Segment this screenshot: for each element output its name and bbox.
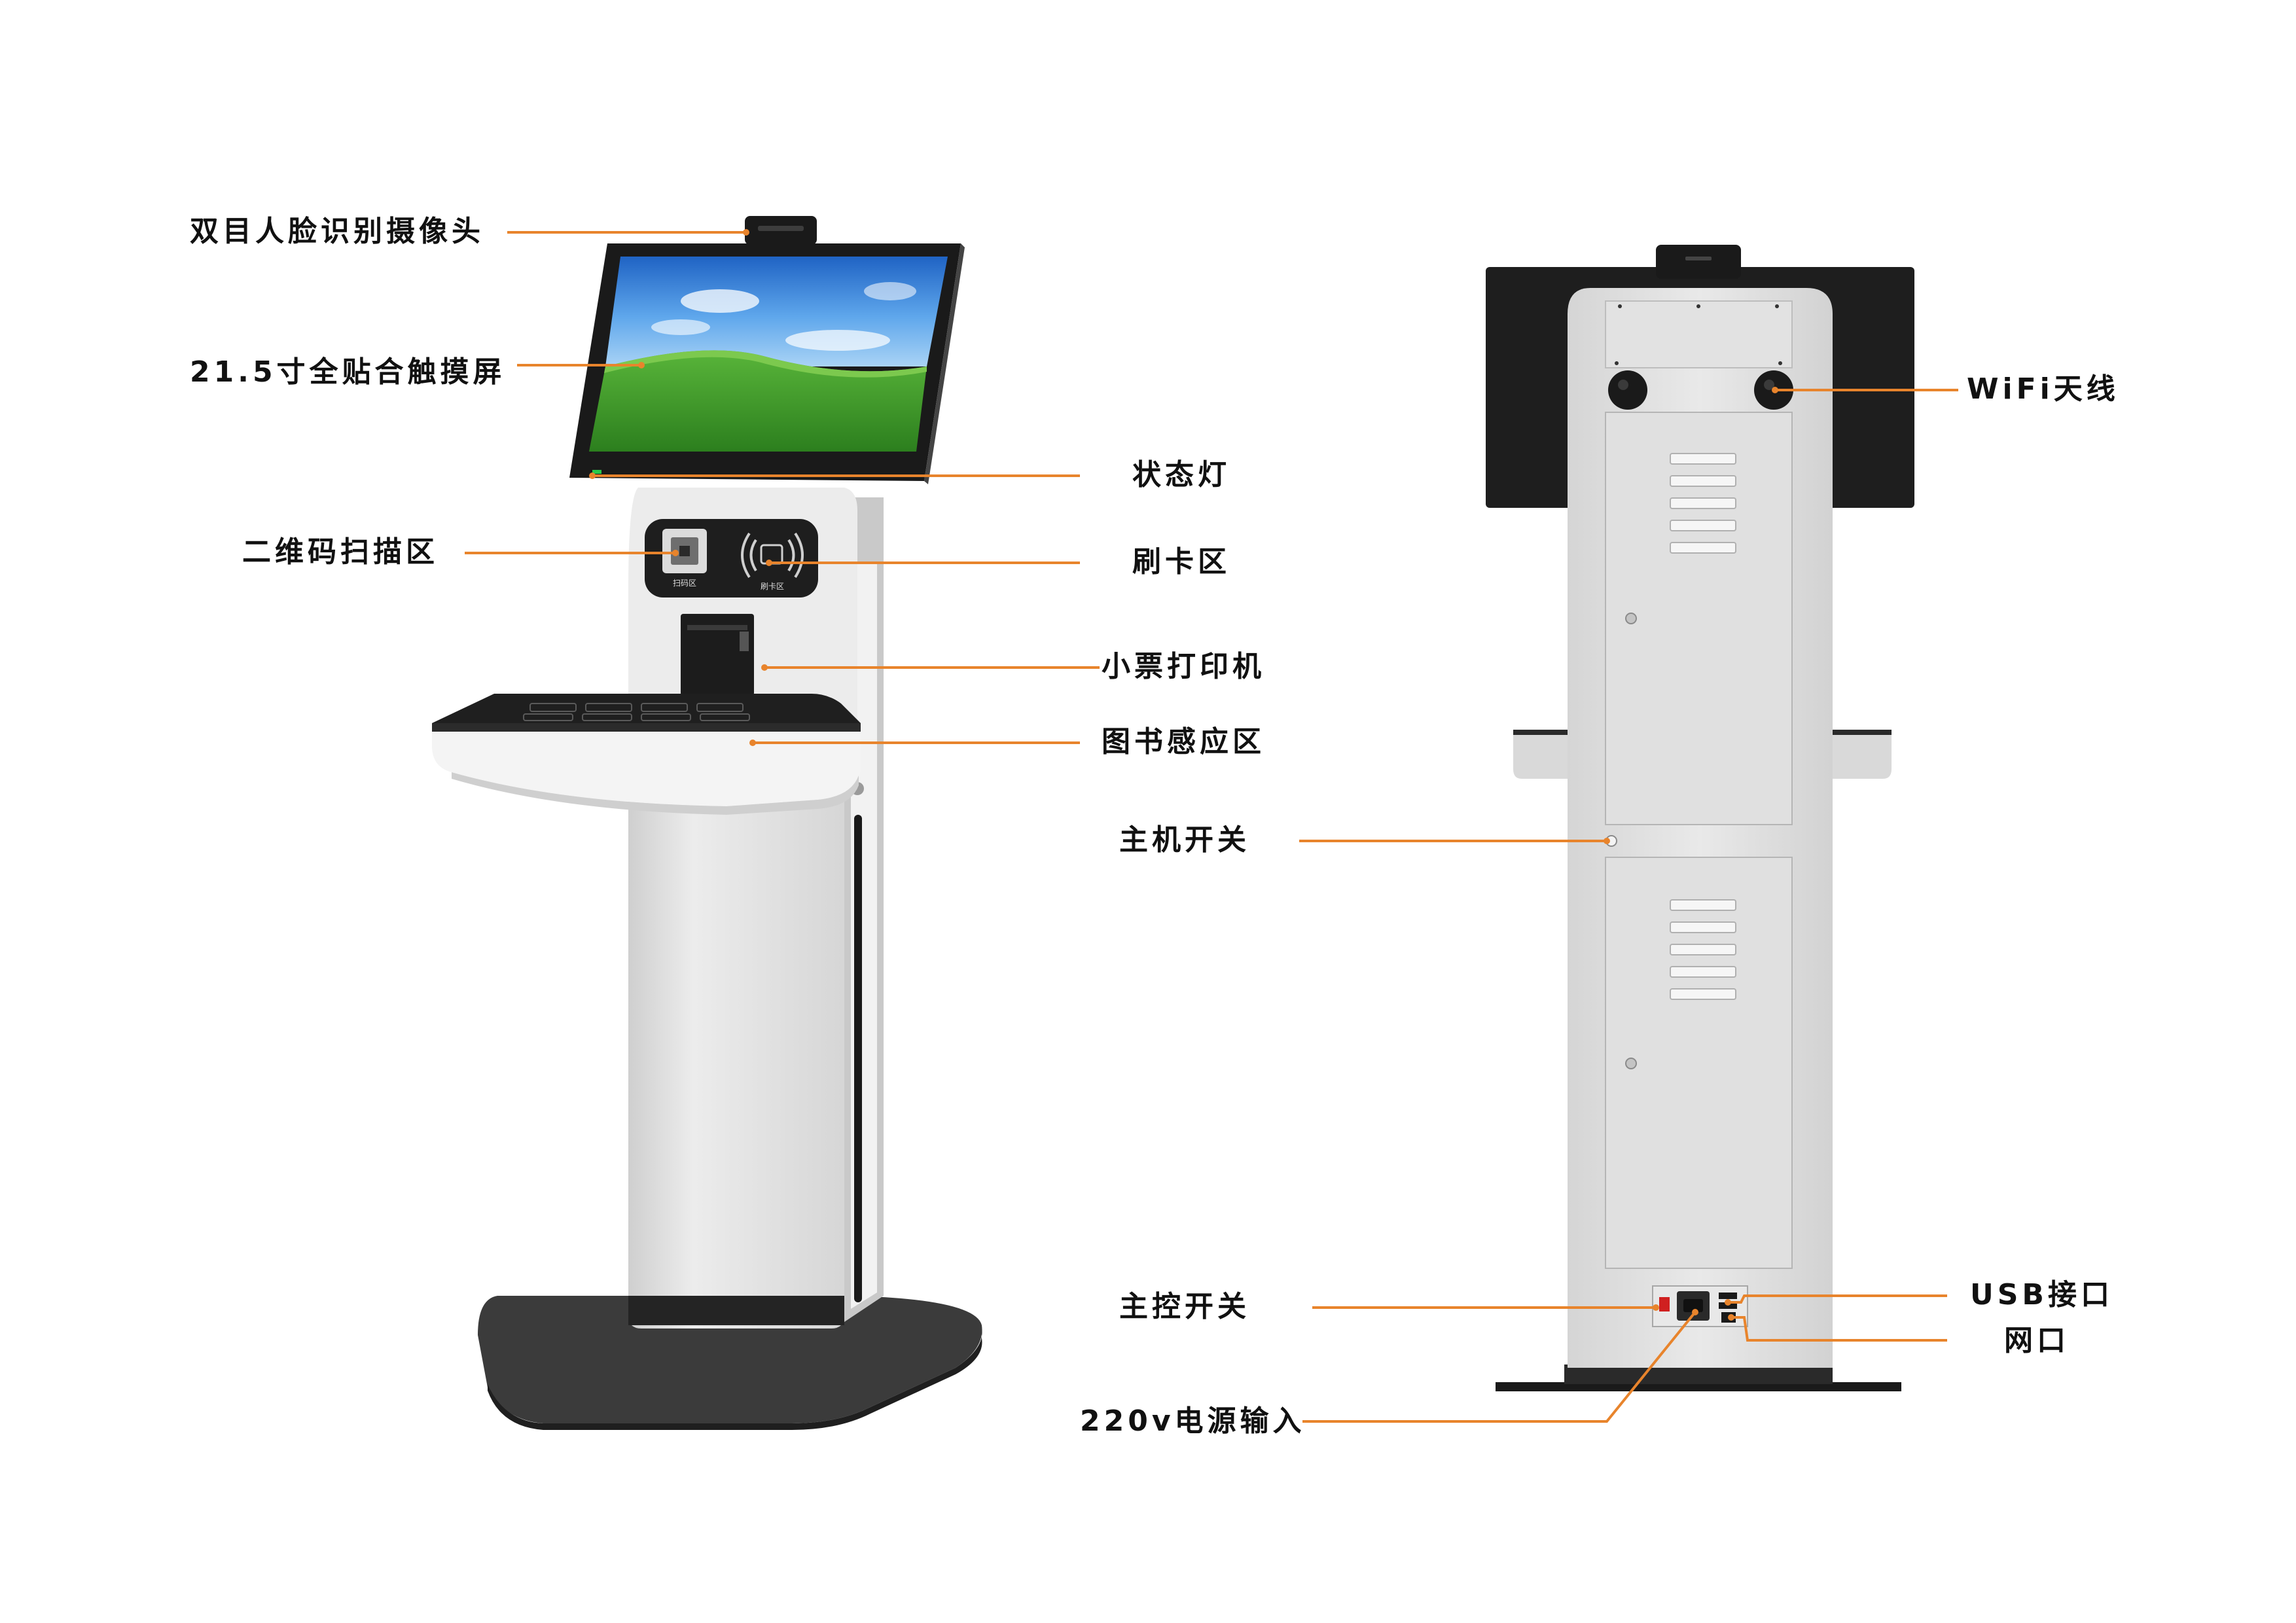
usb-port-1	[1719, 1293, 1737, 1299]
front-base-plate	[478, 1296, 982, 1423]
back-face-camera	[1656, 245, 1741, 279]
book-sensor-surface	[432, 694, 861, 723]
leader-usb	[1728, 1294, 1947, 1304]
front-pillar	[628, 772, 844, 1329]
status-light	[592, 470, 601, 474]
leader-dots	[589, 229, 1778, 1321]
label-touchscreen: 21.5寸全贴合触摸屏	[190, 355, 506, 389]
lower-door-lock	[1625, 1058, 1637, 1069]
upper-door-lock	[1625, 613, 1637, 624]
label-main-switch: 主控开关	[1119, 1290, 1250, 1323]
qr-scanner-caption: 扫码区	[673, 579, 696, 588]
label-wifi: WiFi天线	[1967, 372, 2119, 406]
label-book-sensor: 图书感应区	[1102, 725, 1265, 758]
leader-network	[1731, 1316, 1947, 1342]
back-base-plate	[1496, 1382, 1901, 1391]
label-power-input: 220v电源输入	[1080, 1404, 1306, 1438]
book-sensor-shelf	[432, 694, 861, 815]
back-kiosk	[1486, 245, 1914, 1391]
label-host-switch: 主机开关	[1119, 823, 1250, 857]
leader-lines	[465, 231, 1958, 1423]
label-status-light: 状态灯	[1132, 458, 1230, 491]
main-switch	[1659, 1297, 1670, 1311]
receipt-printer	[681, 614, 754, 696]
label-qr-scan: 二维码扫描区	[242, 535, 439, 569]
wifi-antenna-left	[1608, 370, 1647, 410]
front-kiosk: 扫码区 刷卡区	[432, 216, 982, 1430]
label-network: 网口	[2004, 1324, 2070, 1357]
front-side-slot	[854, 815, 862, 1302]
label-card-swipe: 刷卡区	[1132, 545, 1230, 579]
label-camera: 双目人脸识别摄像头	[190, 215, 484, 248]
label-printer: 小票打印机	[1102, 650, 1265, 683]
touchscreen-sky	[605, 257, 948, 366]
label-usb: USB接口	[1970, 1278, 2113, 1311]
leader-power-input	[1302, 1311, 1696, 1423]
card-swipe-zone: 刷卡区	[741, 532, 804, 591]
front-touchscreen	[569, 243, 965, 484]
card-swipe-caption: 刷卡区	[761, 582, 784, 591]
